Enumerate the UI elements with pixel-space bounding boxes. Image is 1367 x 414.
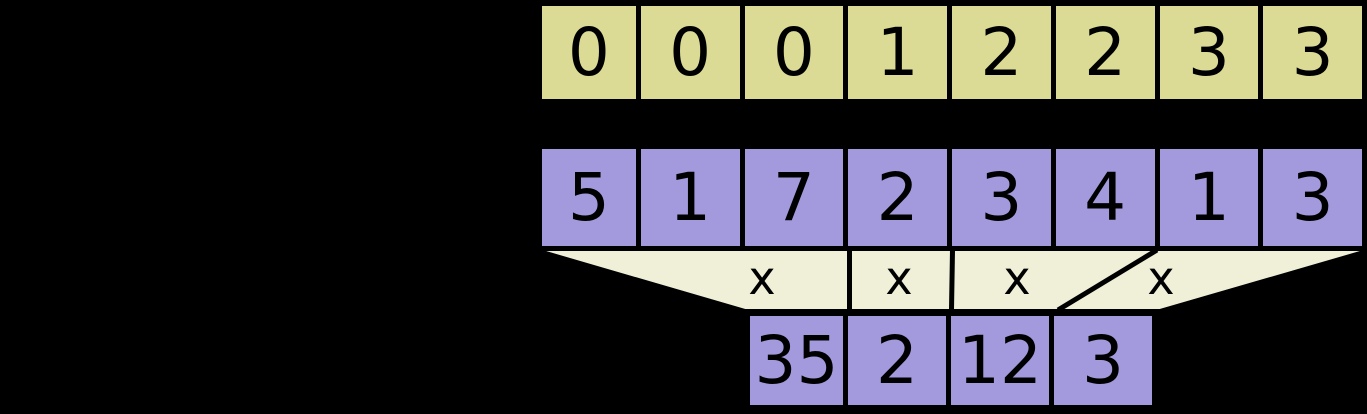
results-row: 35 2 12 3 — [745, 312, 1157, 409]
flag-cell: 0 — [744, 2, 849, 103]
result-cell: 12 — [951, 312, 1054, 409]
value-cell: 1 — [1159, 145, 1264, 250]
result-cell: 35 — [745, 312, 848, 409]
value-cell: 3 — [952, 145, 1056, 250]
multiply-operator: x — [1003, 251, 1031, 305]
flags-row: 0 0 0 1 2 2 3 3 — [537, 2, 1367, 103]
flag-cell: 1 — [848, 2, 952, 103]
flag-cell: 2 — [1055, 2, 1160, 103]
funnel-polygon — [538, 249, 1367, 311]
value-cell: 1 — [640, 145, 745, 250]
value-cell: 4 — [1055, 145, 1160, 250]
multiply-operator: x — [885, 251, 913, 305]
result-cell: 2 — [848, 312, 951, 409]
flag-cell: 3 — [1159, 2, 1264, 103]
result-cell: 3 — [1054, 312, 1157, 409]
value-cell: 5 — [537, 145, 641, 250]
funnel-divider-2 — [949, 249, 955, 311]
multiply-operator: x — [1147, 251, 1175, 305]
value-cell: 7 — [744, 145, 849, 250]
value-cell: 2 — [848, 145, 952, 250]
flag-cell: 0 — [537, 2, 641, 103]
flag-cell: 3 — [1263, 2, 1367, 103]
values-row: 5 1 7 2 3 4 1 3 — [537, 145, 1367, 250]
flag-cell: 2 — [952, 2, 1056, 103]
multiply-operator: x — [748, 251, 776, 305]
flag-cell: 0 — [640, 2, 745, 103]
value-cell: 3 — [1263, 145, 1367, 250]
